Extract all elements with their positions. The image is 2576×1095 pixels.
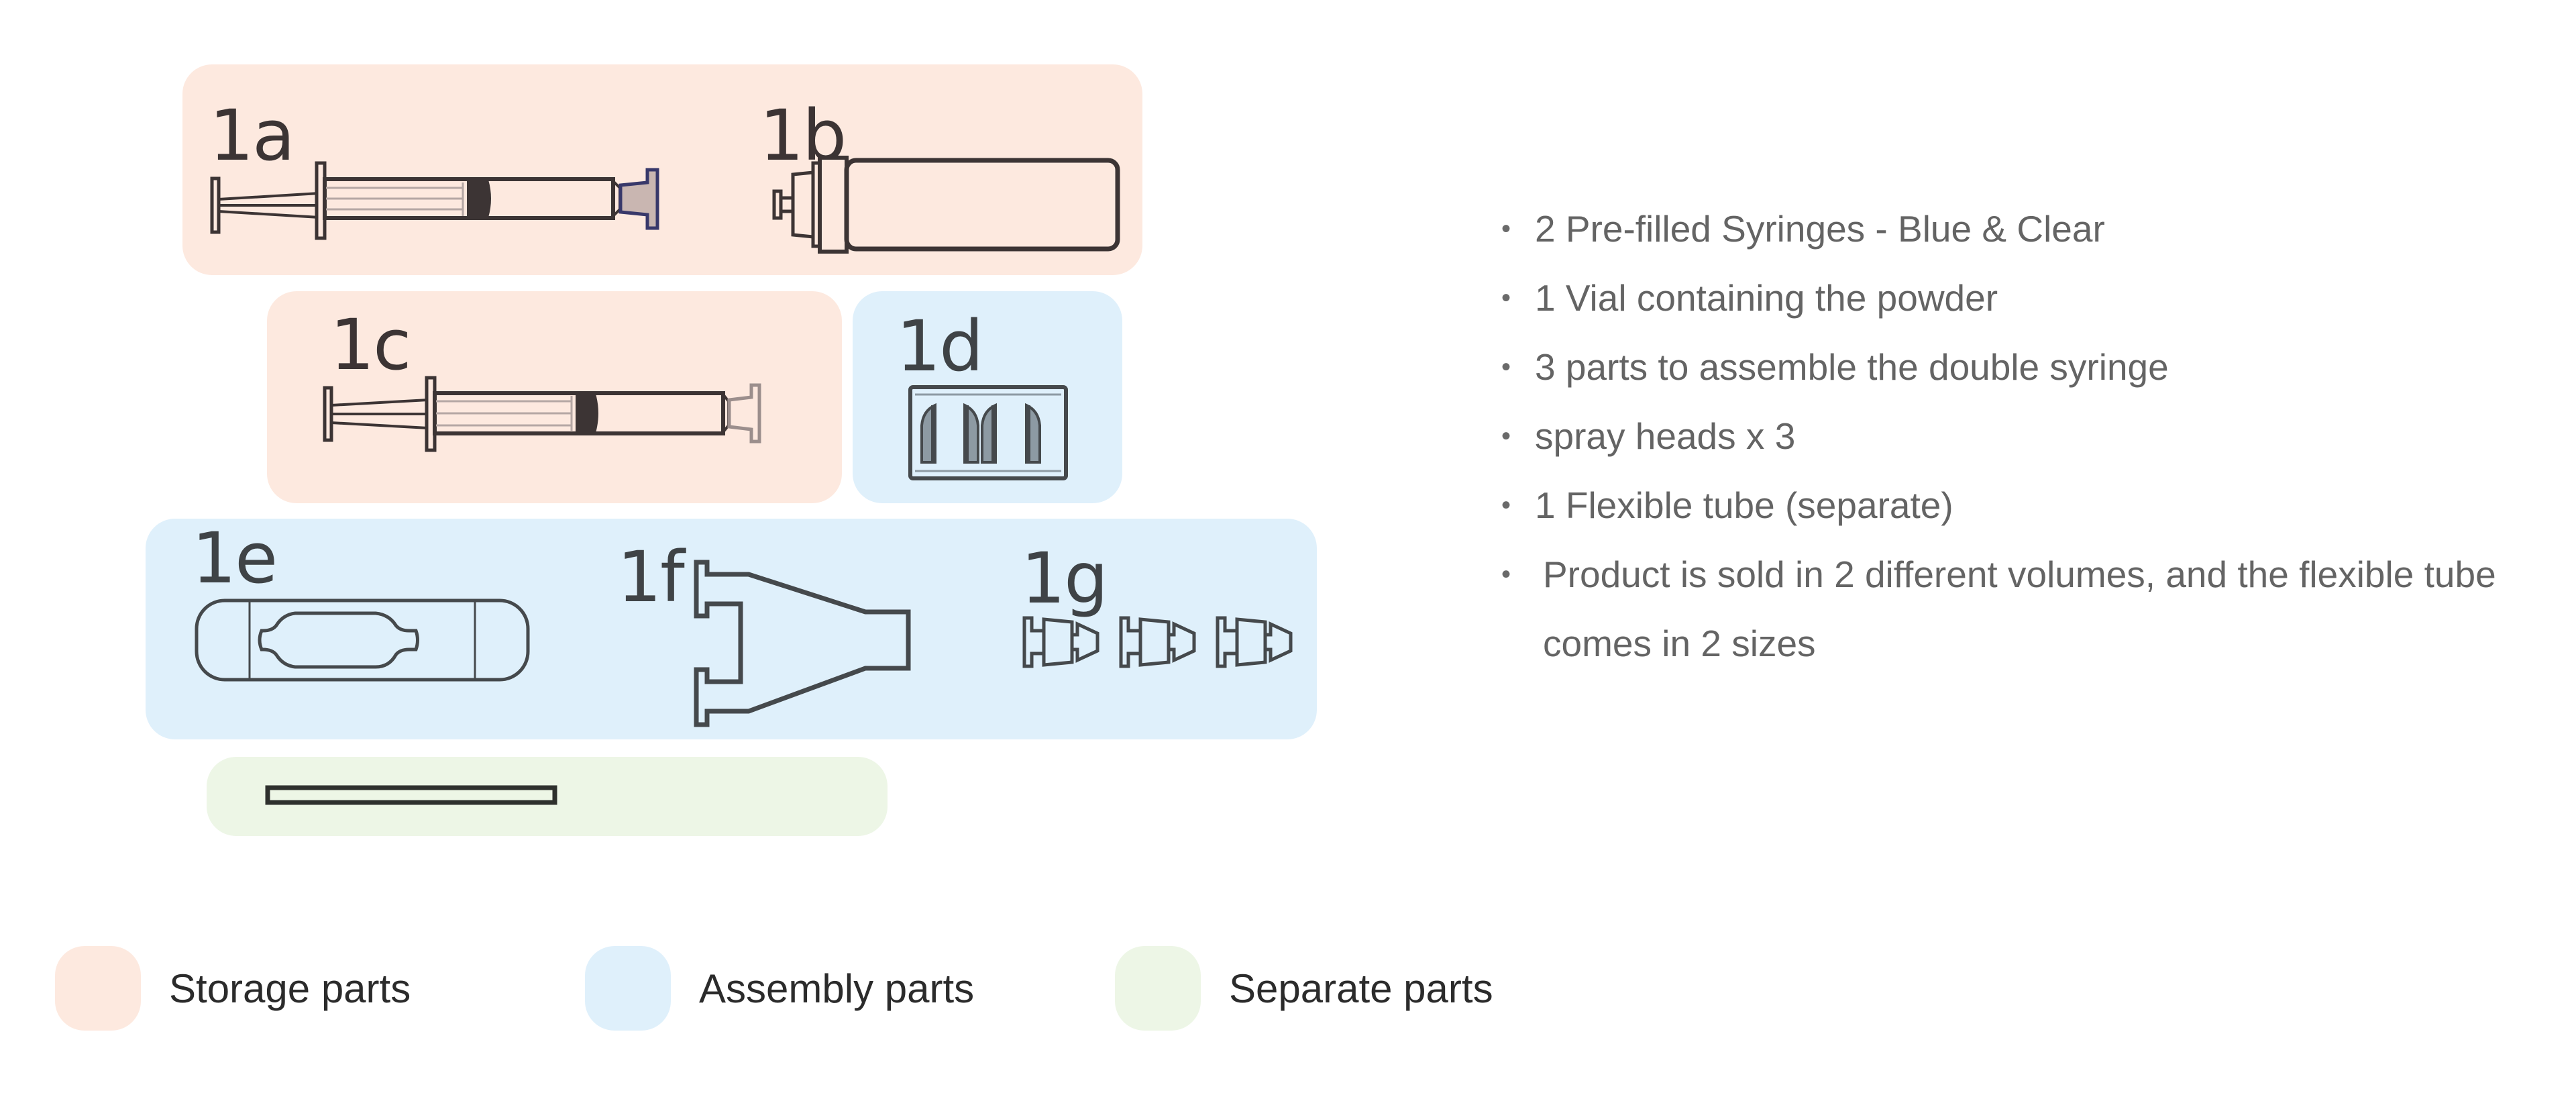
legend-label-storage: Storage parts — [169, 966, 411, 1011]
bullet-icon: • — [1501, 214, 1511, 244]
part-label-1a: 1a — [209, 95, 295, 176]
spray-head-icon — [1216, 616, 1293, 668]
list-item: •1 Flexible tube (separate) — [1501, 471, 2548, 540]
vial-1b-icon — [772, 156, 1120, 254]
part-label-1e: 1e — [192, 517, 278, 599]
list-item: •spray heads x 3 — [1501, 402, 2548, 471]
list-item: •Product is sold in 2 different volumes,… — [1501, 540, 2522, 678]
part-label-1f: 1f — [617, 536, 685, 618]
y-connector-1f-icon — [694, 560, 911, 727]
spray-head-icon — [1022, 616, 1099, 668]
legend-separate: Separate parts — [1115, 946, 1493, 1031]
legend-label-assembly: Assembly parts — [699, 966, 975, 1011]
flexible-tube-icon — [265, 785, 557, 805]
list-item: •1 Vial containing the powder — [1501, 264, 2548, 333]
syringe-holder-1e-icon — [195, 598, 530, 682]
part-label-1d: 1d — [896, 305, 983, 387]
bullet-icon: • — [1501, 560, 1511, 589]
list-item: •2 Pre-filled Syringes - Blue & Clear — [1501, 195, 2548, 264]
legend-storage: Storage parts — [55, 946, 411, 1031]
syringe-1a-icon — [210, 161, 659, 240]
bullet-icon: • — [1501, 352, 1511, 382]
bullet-icon: • — [1501, 283, 1511, 313]
parts-description-list: •2 Pre-filled Syringes - Blue & Clear •1… — [1501, 195, 2548, 678]
legend-swatch-assembly — [585, 946, 671, 1031]
list-item: •3 parts to assemble the double syringe — [1501, 333, 2548, 402]
bullet-icon: • — [1501, 421, 1511, 451]
part-label-1g: 1g — [1021, 537, 1108, 619]
legend-swatch-separate — [1115, 946, 1201, 1031]
legend-swatch-storage — [55, 946, 141, 1031]
legend-label-separate: Separate parts — [1229, 966, 1493, 1011]
syringe-1c-icon — [323, 376, 761, 452]
spray-heads-tray-1d-icon — [908, 385, 1068, 480]
part-label-1c: 1c — [330, 304, 411, 386]
spray-head-icon — [1119, 616, 1196, 668]
bullet-icon: • — [1501, 490, 1511, 520]
legend-assembly: Assembly parts — [585, 946, 974, 1031]
